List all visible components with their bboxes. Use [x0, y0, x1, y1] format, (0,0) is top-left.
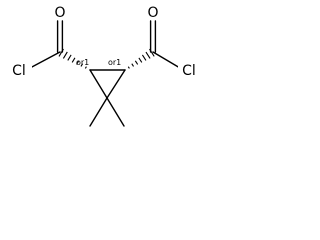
ring-bond-right — [106, 69, 126, 99]
methyl-bond-left — [89, 97, 108, 127]
label-backdrop — [50, 3, 70, 20]
right-hashed-wedge — [127, 48, 155, 69]
label-backdrop — [178, 61, 202, 78]
wedge-hash-line — [149, 48, 155, 57]
chlorine-right-label: Cl — [182, 63, 196, 79]
ring-bond-left — [89, 69, 108, 99]
methyl-bond-right — [106, 97, 125, 127]
wedge-hash-line — [76, 60, 80, 65]
wedge-hash-line — [62, 51, 68, 59]
chlorine-left-label: Cl — [12, 63, 26, 79]
wedge-hash-line — [131, 63, 134, 67]
right-acyl-chloride — [149, 20, 181, 69]
wedge-hash-line — [58, 48, 64, 57]
wedge-hash-line — [127, 66, 130, 69]
cyclopropane-ring — [89, 69, 126, 99]
oxygen-right-label: O — [147, 5, 158, 21]
wedge-hash-line — [67, 54, 72, 61]
wedge-hash-line — [134, 60, 139, 65]
gem-dimethyl — [89, 97, 125, 127]
wedge-hash-line — [145, 51, 151, 59]
wedge-hash-line — [71, 57, 76, 63]
stereo-label-right: or1 — [108, 58, 121, 67]
wedge-hash-line — [80, 63, 84, 67]
oxygen-left-label: O — [54, 5, 65, 21]
wedge-hash-line — [84, 66, 87, 69]
left-c-cl-bond — [29, 51, 61, 69]
chemical-structure: O O Cl Cl or1 or1 — [8, 3, 202, 127]
left-hashed-wedge — [58, 48, 87, 69]
wedge-hash-line — [138, 57, 143, 63]
right-c-cl-bond — [152, 51, 181, 69]
label-backdrop — [8, 61, 32, 78]
wedge-hash-line — [141, 54, 147, 61]
stereo-label-left: or1 — [76, 58, 89, 67]
left-acyl-chloride — [29, 20, 64, 69]
label-backdrop — [144, 3, 164, 20]
